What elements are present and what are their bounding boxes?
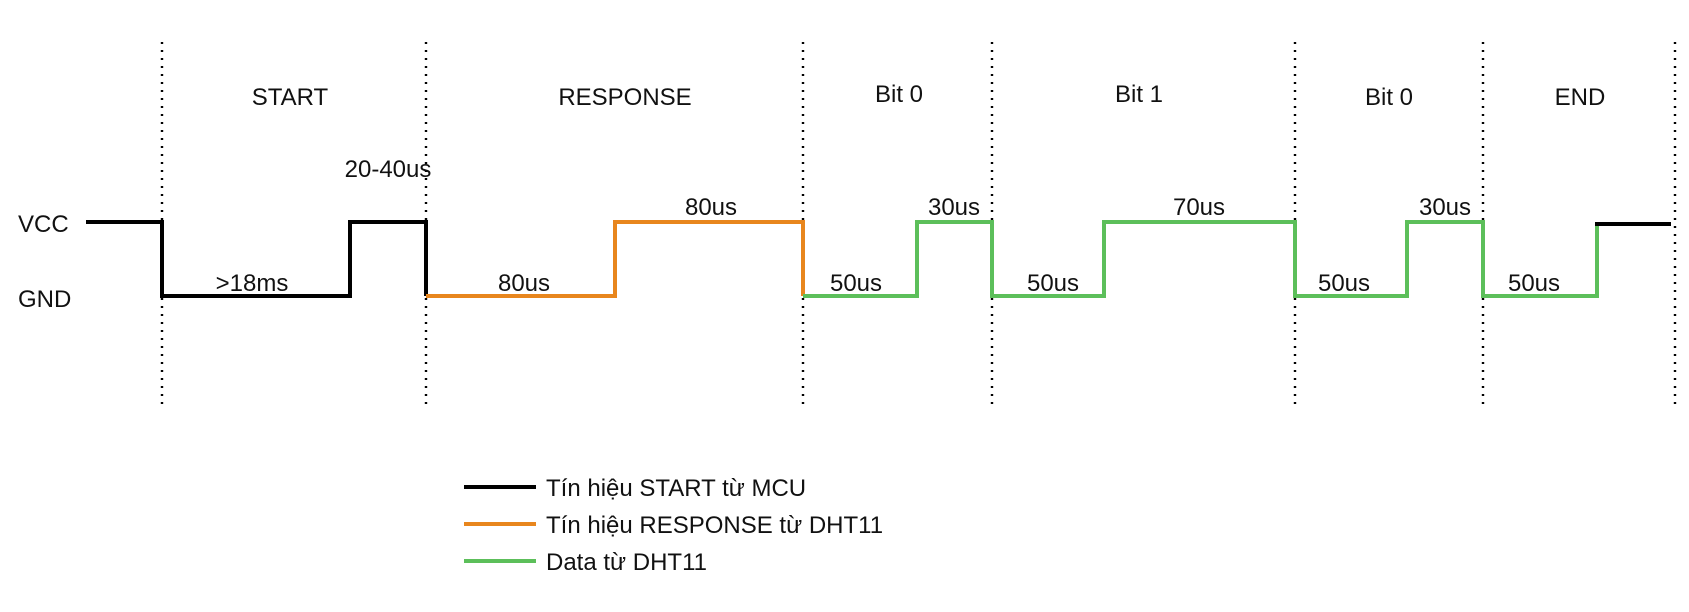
dht11-data-signal xyxy=(803,220,1599,298)
dht11-response-signal xyxy=(426,220,805,298)
duration-bit0-second-high: 30us xyxy=(1419,194,1471,221)
phase-title-start: START xyxy=(252,84,329,111)
legend: Tín hiệu START từ MCU Tín hiệu RESPONSE … xyxy=(464,475,883,576)
duration-start-high: 20-40us xyxy=(345,156,432,183)
signal-waveforms xyxy=(86,220,1671,298)
duration-bit0-second-low: 50us xyxy=(1318,270,1370,297)
legend-item-mcu-start: Tín hiệu START từ MCU xyxy=(464,475,806,502)
duration-bit1-low: 50us xyxy=(1027,270,1079,297)
phase-title-end: END xyxy=(1555,84,1606,111)
phase-title-response: RESPONSE xyxy=(558,84,691,111)
phase-title-bit0-second: Bit 0 xyxy=(1365,84,1413,111)
legend-label-dht11-data: Data từ DHT11 xyxy=(546,549,707,576)
duration-bit0-first-high: 30us xyxy=(928,194,980,221)
phase-dividers xyxy=(160,42,1677,408)
phase-title-bit0-first: Bit 0 xyxy=(875,81,923,108)
duration-bit1-high: 70us xyxy=(1173,194,1225,221)
vcc-level-label: VCC xyxy=(18,211,69,238)
duration-labels: >18ms 20-40us 80us 80us 50us 30us 50us 7… xyxy=(216,156,1560,297)
legend-label-dht11-response: Tín hiệu RESPONSE từ DHT11 xyxy=(546,512,883,539)
legend-item-dht11-response: Tín hiệu RESPONSE từ DHT11 xyxy=(464,512,883,539)
duration-bit0-first-low: 50us xyxy=(830,270,882,297)
duration-response-high: 80us xyxy=(685,194,737,221)
duration-response-low: 80us xyxy=(498,270,550,297)
legend-label-mcu-start: Tín hiệu START từ MCU xyxy=(546,475,806,502)
duration-end-low: 50us xyxy=(1508,270,1560,297)
legend-item-dht11-data: Data từ DHT11 xyxy=(464,549,707,576)
gnd-level-label: GND xyxy=(18,286,71,313)
mcu-start-signal xyxy=(86,220,428,298)
duration-start-low: >18ms xyxy=(216,270,289,297)
phase-titles: START RESPONSE Bit 0 Bit 1 Bit 0 END xyxy=(252,81,1606,111)
phase-title-bit1: Bit 1 xyxy=(1115,81,1163,108)
